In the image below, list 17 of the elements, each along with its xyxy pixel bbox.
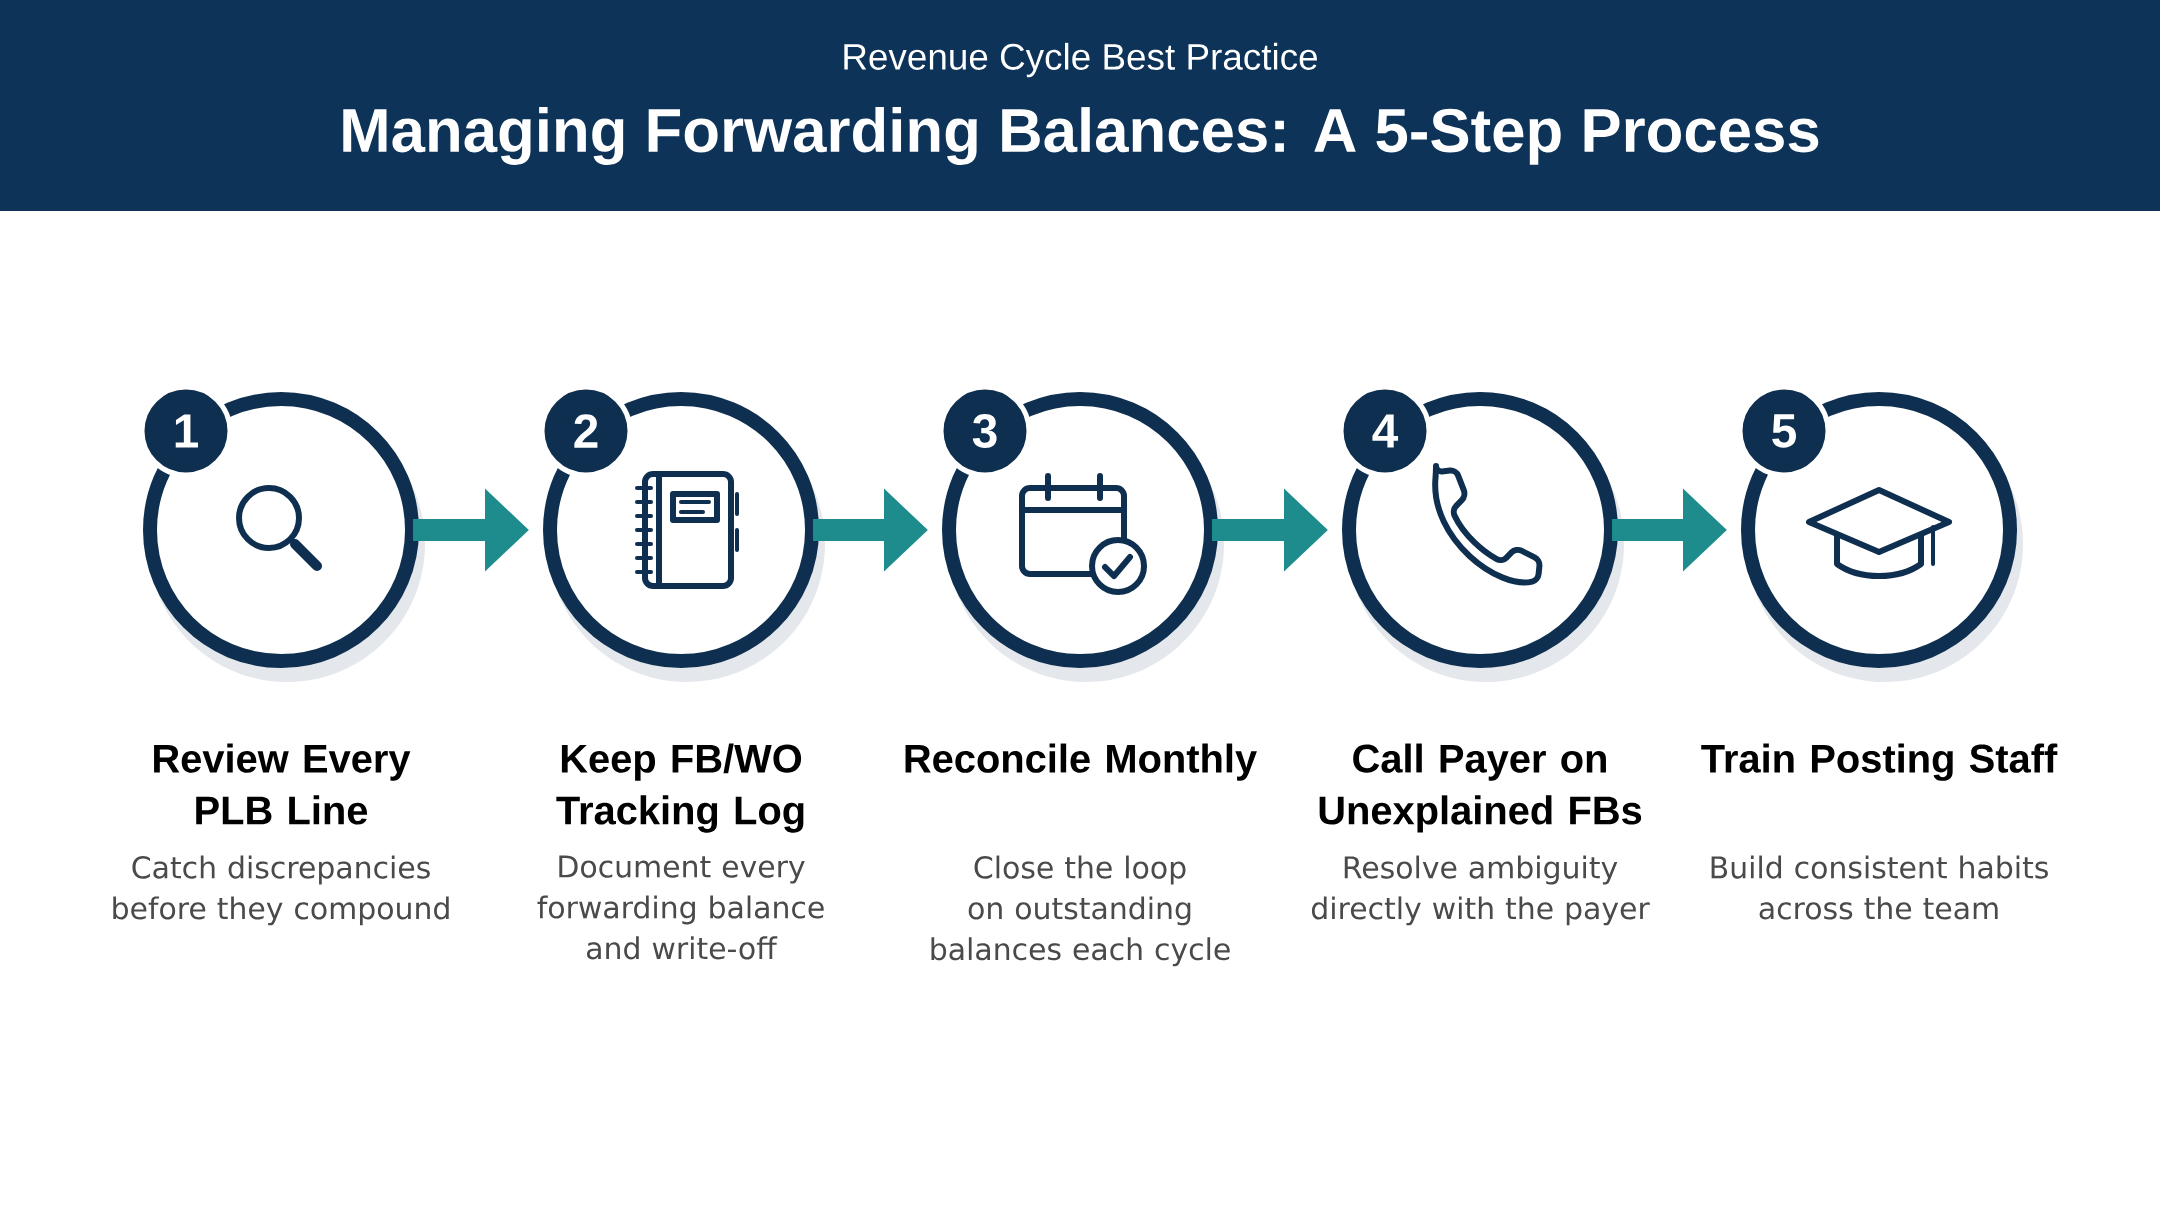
title: Managing Forwarding Balances: A 5-Step Process (343, 107, 1819, 165)
step-heading: Train Posting Staff (1701, 743, 2058, 781)
step-description: Document every forwarding balance and write-off (537, 855, 824, 960)
step-description: Close the loop on outstanding balances each cycle (931, 855, 1230, 967)
step-heading: Keep FB/WO Tracking Log (556, 743, 804, 833)
number-badge: 2 (539, 384, 633, 478)
number-badge: 5 (1737, 384, 1831, 478)
step-heading: Review Every PLB Line (154, 743, 411, 825)
step-description: Build consistent habits across the team (1711, 855, 2048, 920)
number-badge: 4 (1338, 384, 1432, 478)
subtitle: Revenue Cycle Best Practice (844, 42, 1317, 78)
number-badge: 3 (938, 384, 1032, 478)
step-heading: Reconcile Monthly (905, 743, 1257, 781)
number-badge: 1 (139, 384, 233, 478)
step-description: Catch discrepancies before they compound (113, 855, 449, 926)
step-description: Resolve ambiguity directly with the payer (1311, 855, 1650, 926)
step-heading: Call Payer on Unexplained FBs (1319, 743, 1642, 833)
